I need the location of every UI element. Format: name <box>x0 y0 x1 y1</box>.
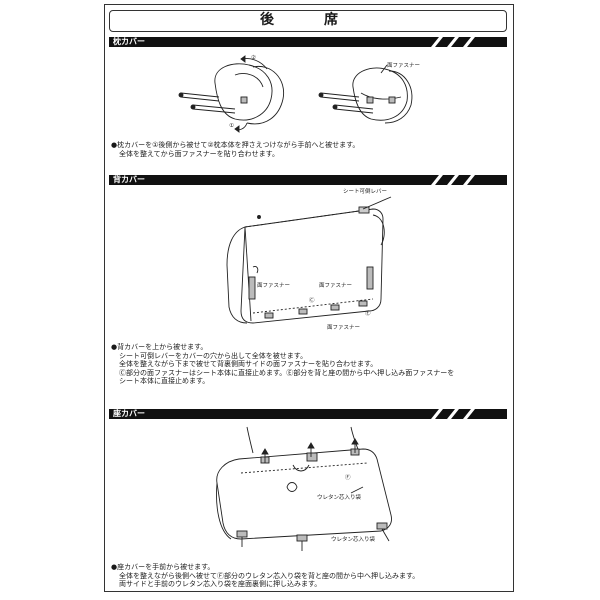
seatback-illustration <box>226 196 392 324</box>
callout-mark-e: Ⓔ <box>365 311 371 317</box>
section-header-bar <box>109 409 507 419</box>
instruction-line: ●背カバーを上から被せます。 <box>111 343 208 351</box>
section-label-headrest: 枕カバー <box>113 37 145 46</box>
instruction-line: シート本体に直接止めます。 <box>119 377 210 386</box>
headrest-illustration <box>178 55 413 133</box>
headrest-instructions: ●枕カバーを①後側から被せて②枕本体を押さえつけながら手前へと被せます。 全体を… <box>111 141 507 158</box>
instruction-line: 両サイドと手前のウレタン芯入り袋を座面裏側に押し込みます。 <box>119 580 322 589</box>
section-header-bar <box>109 175 507 185</box>
instruction-line: 全体を整えてから面ファスナーを貼り合わせます。 <box>119 149 279 158</box>
seat-illustration <box>216 426 392 551</box>
callout-fastener-left: 面ファスナー <box>257 283 291 289</box>
callout-mark-f: Ⓕ <box>345 475 351 481</box>
callout-fastener-right: 面ファスナー <box>319 283 353 289</box>
callout-pocket1: ウレタン芯入り袋 <box>317 495 362 501</box>
instruction-line: シート可倒レバーをカバーの穴から出して全体を被せます。 <box>119 351 308 360</box>
callout-num1: ① <box>229 123 234 129</box>
seat-instructions: ●座カバーを手前から被せます。 全体を整えながら後側へ被せてⒻ部分のウレタン芯入… <box>111 563 507 589</box>
instruction-line: 全体を整えながら下まで被せて背裏側両サイドの面ファスナーを貼り合わせます。 <box>119 360 378 369</box>
section-label-seat: 座カバー <box>113 409 145 418</box>
callout-fastener-bottom: 面ファスナー <box>327 325 361 331</box>
instruction-line: ●枕カバーを①後側から被せて②枕本体を押さえつけながら手前へと被せます。 <box>111 141 360 149</box>
section-header-bar <box>109 37 507 47</box>
instruction-line: Ⓒ部分の面ファスナーはシート本体に直接止めます。Ⓔ部分を背と座の間から中へ押し込… <box>119 368 455 377</box>
section-label-back: 背カバー <box>113 175 145 184</box>
section-header-seat: 座カバー <box>109 409 507 419</box>
back-instructions: ●背カバーを上から被せます。 シート可倒レバーをカバーの穴から出して全体を被せま… <box>111 343 507 386</box>
instruction-sheet: 後 席 枕カバー <box>104 4 514 592</box>
callout-fastener: 面ファスナー <box>387 63 421 69</box>
instruction-line: ●座カバーを手前から被せます。 <box>111 563 215 571</box>
section-header-back: 背カバー <box>109 175 507 185</box>
callout-lever: シート可倒レバー <box>343 189 388 195</box>
section-header-headrest: 枕カバー <box>109 37 507 47</box>
callout-pocket2: ウレタン芯入り袋 <box>331 537 376 543</box>
page-title: 後 席 <box>109 10 507 32</box>
callout-num2: ② <box>251 55 256 61</box>
instruction-line: 全体を整えながら後側へ被せてⒻ部分のウレタン芯入り袋を背と座の間から中へ押し込み… <box>119 571 420 580</box>
callout-mark-c: Ⓒ <box>309 298 315 304</box>
